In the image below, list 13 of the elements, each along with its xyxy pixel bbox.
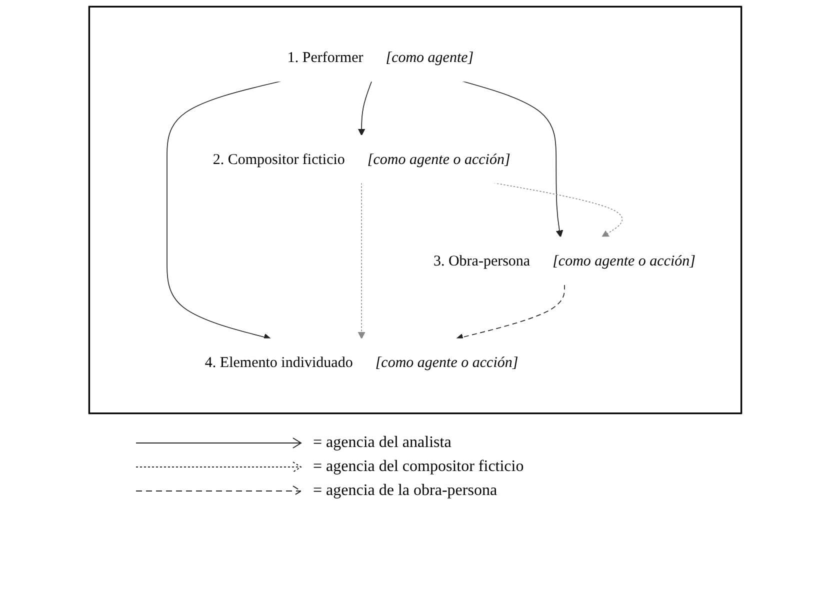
arrow: [456, 284, 565, 341]
arrow: [166, 80, 281, 341]
node-text: 4. Elemento individuado [como agente o acción]: [204, 354, 518, 370]
legend-text: = agencia del analista: [313, 434, 452, 452]
arrow: [462, 80, 563, 238]
legend-text: = agencia de la obra-persona: [313, 482, 498, 500]
node-text: 3. Obra-persona [como agente o acción]: [433, 252, 696, 269]
arrow: [358, 80, 372, 136]
arrow: [358, 182, 365, 340]
node-text: 1. Performer [como agente]: [287, 48, 474, 66]
cluster: [88, 6, 742, 414]
legend-text: = agencia del compositor ficticio: [313, 458, 524, 476]
node-text: 2. Compositor ficticio [como agente o acción]: [212, 150, 510, 168]
